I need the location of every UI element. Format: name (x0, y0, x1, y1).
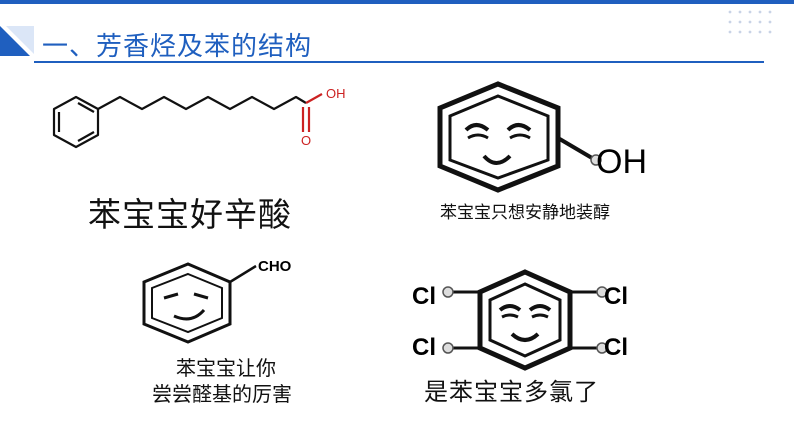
phenol-oh-label: OH (596, 143, 647, 181)
title-underline (34, 61, 764, 63)
chlorine-label-top-right: Cl (604, 283, 628, 310)
chlorine-label-bottom-left: Cl (412, 334, 436, 361)
corner-triangle-icon (0, 26, 34, 56)
caption-aldehyde-line1: 苯宝宝让你 (176, 356, 276, 380)
chlorine-label-bottom-right: Cl (604, 334, 628, 361)
carbonyl-oxygen-label: O (301, 133, 312, 148)
chlorine-label-top-left: Cl (412, 283, 436, 310)
smiling-benzene-phenol-icon (437, 81, 602, 193)
caption-aldehyde-line2: 尝尝醛基的厉害 (152, 382, 292, 406)
hydroxyl-label: OH (326, 86, 346, 101)
decorative-dots-icon (728, 10, 772, 34)
aldehyde-cho-label: CHO (258, 258, 292, 275)
header-top-bar (0, 0, 794, 4)
page-title: 一、芳香烃及苯的结构 (42, 32, 313, 62)
octanoic-acid-structure-icon (52, 93, 323, 149)
smirking-benzene-aldehyde-icon (142, 262, 257, 344)
caption-tetrachloro: 是苯宝宝多氯了 (424, 378, 599, 406)
caption-phenol: 苯宝宝只想安静地装醇 (440, 203, 610, 223)
caption-octanoic: 苯宝宝好辛酸 (88, 195, 292, 234)
serene-benzene-tetrachloro-icon (442, 269, 608, 371)
